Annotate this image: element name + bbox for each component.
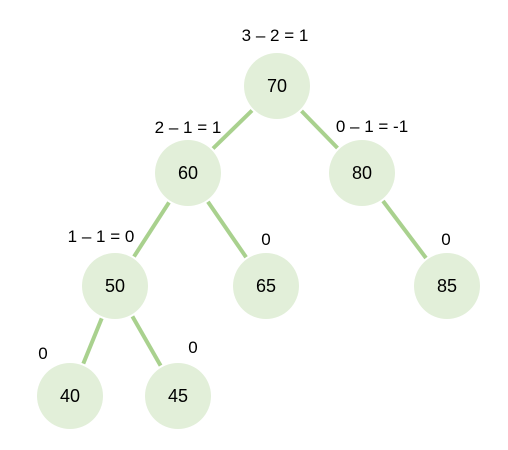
node-circle (155, 140, 221, 206)
node-circle (414, 253, 480, 319)
node-value: 65 (256, 276, 276, 296)
node-circle (82, 253, 148, 319)
node-circle (329, 140, 395, 206)
tree-node-70: 70 (244, 53, 310, 119)
balance-factor-label-50: 1 – 1 = 0 (68, 227, 135, 246)
balance-factor-label-85: 0 (441, 230, 450, 249)
edge-50-40 (81, 317, 104, 365)
node-value: 50 (105, 276, 125, 296)
edge-60-65 (206, 200, 248, 259)
tree-node-40: 40 (37, 363, 103, 429)
edge-50-45 (130, 315, 163, 367)
node-value: 80 (352, 163, 372, 183)
balance-factor-label-80: 0 – 1 = -1 (336, 117, 408, 136)
tree-node-65: 65 (233, 253, 299, 319)
node-value: 70 (267, 76, 287, 96)
tree-node-60: 60 (155, 140, 221, 206)
node-value: 40 (60, 386, 80, 406)
tree-node-45: 45 (145, 363, 211, 429)
tree-node-50: 50 (82, 253, 148, 319)
edge-80-85 (381, 199, 428, 260)
balance-labels-layer: 3 – 2 = 1 2 – 1 = 1 0 – 1 = -1 1 – 1 = 0 0 0 0… (38, 26, 450, 363)
tree-node-85: 85 (414, 253, 480, 319)
balance-factor-label-70: 3 – 2 = 1 (242, 26, 309, 45)
edge-70-80 (300, 109, 339, 150)
node-value: 85 (437, 276, 457, 296)
edge-60-50 (132, 201, 171, 258)
node-circle (244, 53, 310, 119)
nodes-layer: 70 60 80 50 65 85 40 45 (37, 53, 480, 429)
node-circle (37, 363, 103, 429)
tree-node-80: 80 (329, 140, 395, 206)
node-value: 60 (178, 163, 198, 183)
balance-factor-label-65: 0 (261, 230, 270, 249)
node-circle (145, 363, 211, 429)
edges-layer (81, 109, 428, 367)
node-circle (233, 253, 299, 319)
node-value: 45 (168, 386, 188, 406)
edge-70-60 (211, 109, 254, 150)
balance-factor-label-60: 2 – 1 = 1 (155, 118, 222, 137)
balance-factor-label-40: 0 (38, 344, 47, 363)
balance-factor-label-45: 0 (188, 338, 197, 357)
